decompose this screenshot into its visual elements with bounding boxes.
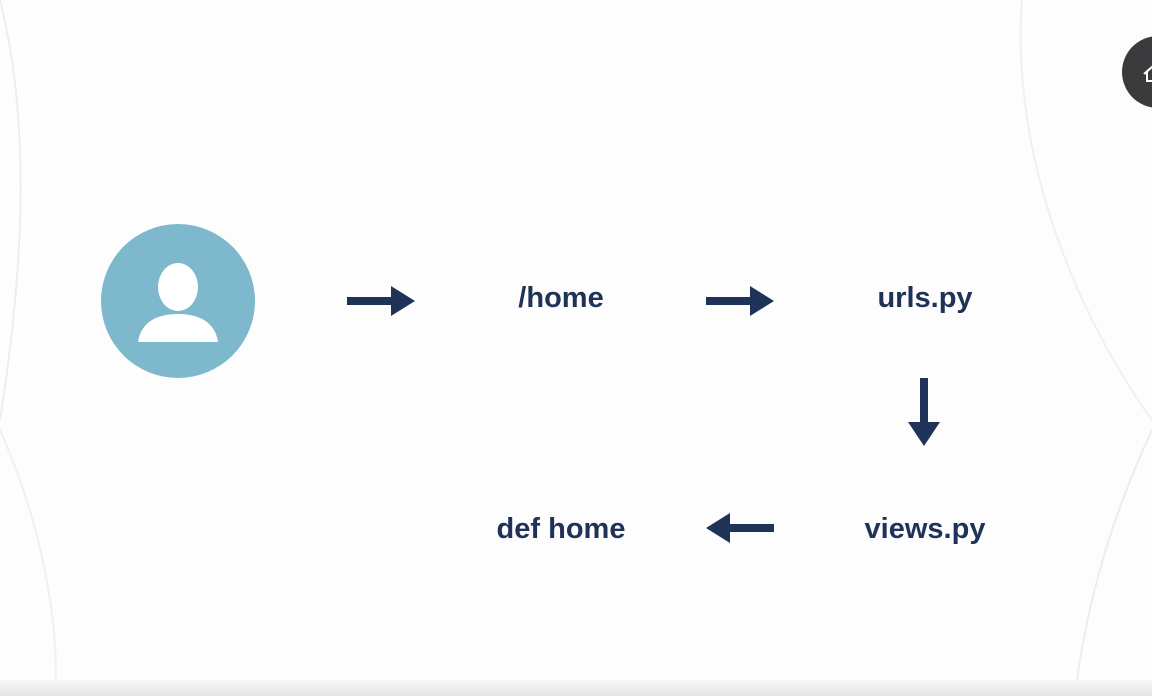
views-file-label: views.py: [864, 513, 986, 545]
arrow-down-icon: [908, 378, 940, 446]
home-url-label: /home: [518, 282, 604, 314]
urls-file-label: urls.py: [877, 282, 973, 314]
arrow-left-icon: [706, 513, 774, 543]
home-icon: [1143, 65, 1152, 82]
user-icon: [101, 224, 255, 378]
view-function-label: def home: [496, 513, 626, 545]
user-node: [101, 224, 255, 378]
arrow-right-icon: [347, 286, 415, 316]
bottom-bar: [0, 680, 1152, 696]
arrow-right-icon: [706, 286, 774, 316]
